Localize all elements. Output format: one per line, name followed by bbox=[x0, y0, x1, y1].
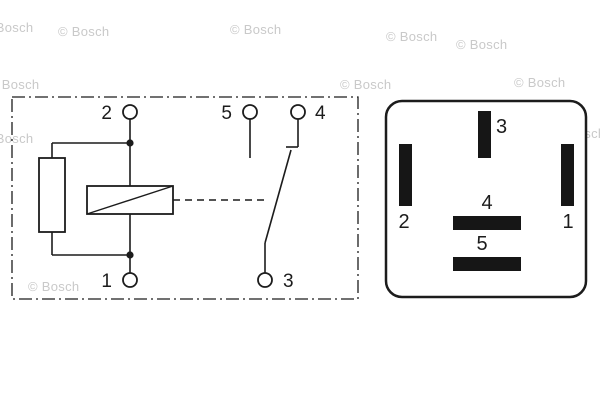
terminal-1-label: 1 bbox=[101, 271, 112, 292]
schematic-boundary-box bbox=[11, 96, 359, 300]
pin-5-label: 5 bbox=[476, 233, 487, 255]
pin-4-slot bbox=[453, 216, 521, 230]
relay-pin-layout: 3 2 1 4 5 bbox=[384, 99, 588, 299]
pin-1-slot bbox=[561, 144, 574, 206]
pin-3-slot bbox=[478, 111, 491, 158]
bosch-watermark: © Bosch bbox=[514, 75, 566, 90]
terminal-1-circle bbox=[122, 272, 138, 288]
terminal-3-circle bbox=[257, 272, 273, 288]
terminal-4-label: 4 bbox=[315, 103, 326, 124]
relay-base-outline bbox=[384, 99, 588, 299]
bosch-watermark: © Bosch bbox=[0, 20, 34, 35]
bosch-watermark: © Bosch bbox=[386, 29, 438, 44]
bosch-watermark: © Bosch bbox=[58, 24, 110, 39]
terminal-3-label: 3 bbox=[283, 271, 294, 292]
bosch-watermark: © Bosch bbox=[0, 77, 40, 92]
terminal-2-circle bbox=[122, 104, 138, 120]
bosch-watermark: © Bosch bbox=[456, 37, 508, 52]
bosch-watermark: © Bosch bbox=[28, 279, 80, 294]
pin-5-slot bbox=[453, 257, 521, 271]
bosch-watermark: © Bosch bbox=[340, 77, 392, 92]
terminal-5-circle bbox=[242, 104, 258, 120]
pin-2-label: 2 bbox=[398, 211, 409, 233]
terminal-5-label: 5 bbox=[221, 103, 232, 124]
resistor-box bbox=[38, 157, 66, 233]
pin-4-label: 4 bbox=[481, 192, 492, 214]
relay-coil-diagonal bbox=[86, 185, 174, 215]
switch-armature-line bbox=[264, 149, 292, 244]
pin-2-slot bbox=[399, 144, 412, 206]
terminal-4-circle bbox=[290, 104, 306, 120]
relay-circuit-schematic: 2 5 4 1 3 bbox=[11, 96, 359, 300]
bosch-watermark: © Bosch bbox=[0, 131, 34, 146]
pin-3-label: 3 bbox=[496, 116, 507, 138]
pin-1-label: 1 bbox=[562, 211, 573, 233]
bosch-watermark: © Bosch bbox=[230, 22, 282, 37]
terminal-2-label: 2 bbox=[101, 103, 112, 124]
